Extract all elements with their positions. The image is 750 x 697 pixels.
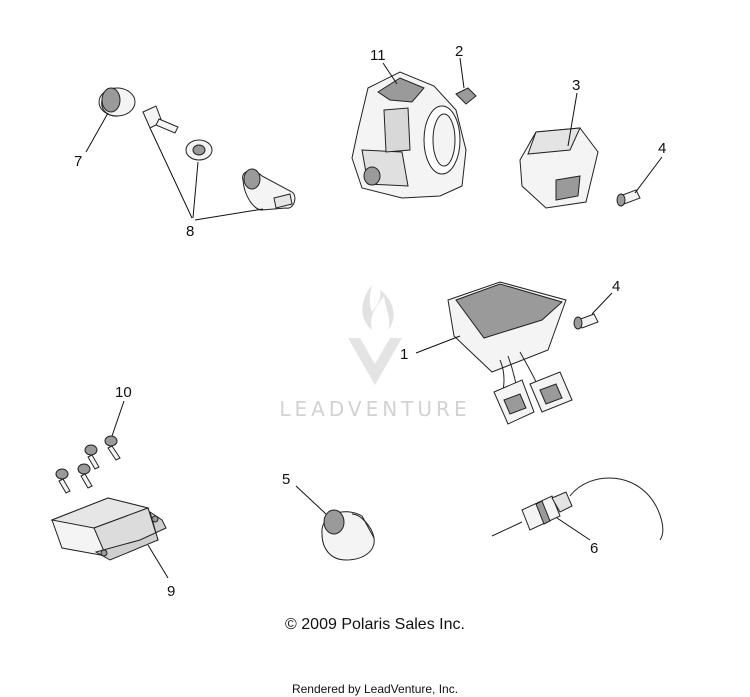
part-3-module[interactable] [519, 127, 599, 209]
leadventure-watermark: LEADVENTURE [279, 285, 470, 421]
part-7-cap[interactable] [98, 87, 136, 117]
callout-8: 8 [186, 223, 194, 240]
part-8-key-switch[interactable] [142, 105, 296, 211]
callout-9: 9 [167, 583, 175, 600]
watermark-text: LEADVENTURE [279, 397, 470, 421]
callout-5: 5 [282, 471, 290, 488]
part-4-screw-top[interactable] [616, 189, 641, 207]
part-5-switch[interactable] [321, 509, 375, 561]
part-10-screws[interactable] [55, 435, 121, 494]
callout-7: 7 [74, 153, 82, 170]
part-2-clip[interactable] [455, 87, 477, 105]
callout-2: 2 [455, 43, 463, 60]
callout-6: 6 [590, 540, 598, 557]
copyright-text: © 2009 Polaris Sales Inc. [285, 616, 465, 633]
callout-3: 3 [572, 77, 580, 94]
callout-11: 11 [370, 47, 386, 64]
part-11-switch-housing[interactable] [351, 71, 467, 199]
part-1-regulator[interactable] [447, 281, 573, 425]
v-logo-icon [348, 338, 402, 385]
rendered-by-text: Rendered by LeadVenture, Inc. [292, 682, 458, 696]
part-4-screw-middle[interactable] [573, 313, 599, 330]
flame-logo-icon [362, 285, 394, 330]
part-9-module[interactable] [50, 497, 167, 561]
callout-4-top: 4 [658, 140, 666, 157]
callout-10: 10 [115, 384, 132, 401]
part-6-sensor[interactable] [491, 477, 664, 541]
callout-4-middle: 4 [612, 278, 620, 295]
callout-1: 1 [400, 346, 408, 363]
